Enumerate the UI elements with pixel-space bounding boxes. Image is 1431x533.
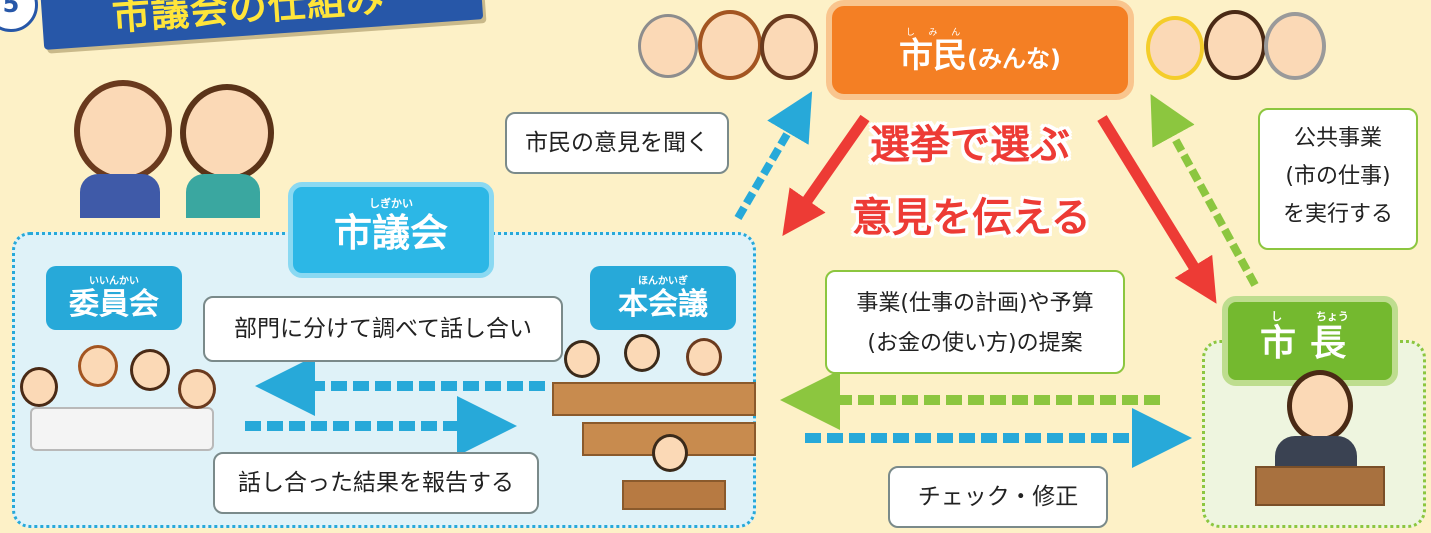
check-bubble: チェック・修正 <box>888 466 1108 528</box>
report-text: 話し合った結果を報告する <box>238 470 514 496</box>
arrow-citizens-to-council <box>782 114 870 237</box>
mayor-illustration <box>1255 370 1385 510</box>
committee-title: 委員会 <box>69 287 159 322</box>
public-works-line2: (市の仕事) <box>1285 164 1391 189</box>
council-member-1-icon <box>564 340 600 378</box>
council-title: 市議会 <box>333 211 448 255</box>
citizens-suffix: (みんな) <box>967 45 1061 73</box>
council-member-3-icon <box>686 338 722 376</box>
woman-icon <box>698 10 762 80</box>
plenary-session-illustration <box>552 330 762 510</box>
public-works-bubble: 公共事業 (市の仕事) を実行する <box>1258 108 1418 250</box>
mayor-icon <box>1287 370 1353 442</box>
elder-woman-icon <box>1264 12 1326 80</box>
girl-student-body <box>80 174 160 218</box>
committee-label: いいんかい 委員会 <box>46 266 182 330</box>
committee-member-3-icon <box>130 349 170 391</box>
arrow-mayor-to-citizens <box>1150 93 1259 287</box>
public-works-line1: 公共事業 <box>1293 126 1382 151</box>
podium <box>622 480 726 510</box>
desk-row-back <box>552 382 756 416</box>
mayor-desk <box>1255 466 1385 506</box>
committee-member-4-icon <box>178 369 216 409</box>
check-text: チェック・修正 <box>917 484 1079 510</box>
council-label: しぎかい 市議会 <box>288 182 494 278</box>
plenary-title: 本会議 <box>618 287 708 322</box>
discuss-text: 部門に分けて調べて話し合い <box>233 316 533 342</box>
discuss-bubble: 部門に分けて調べて話し合い <box>203 296 563 362</box>
mayor-title: 市長 <box>1259 323 1360 364</box>
plenary-ruby: ほんかいぎ <box>638 276 688 287</box>
election-text: 選挙で選ぶ <box>870 112 1070 170</box>
listen-text: 市民の意見を聞く <box>525 130 709 156</box>
committee-ruby: いいんかい <box>89 276 139 287</box>
speaker-icon <box>652 434 688 472</box>
proposal-bubble: 事業(仕事の計画)や予算 (お金の使い方)の提案 <box>825 270 1125 374</box>
report-bubble: 話し合った結果を報告する <box>213 452 539 514</box>
committee-member-1-icon <box>20 367 58 407</box>
mayor-ruby-2: ちょう <box>1315 310 1349 323</box>
citizens-title-ruby: しみん <box>899 28 968 38</box>
girl-icon <box>760 14 818 80</box>
arrow-citizens-to-mayor <box>1097 115 1217 304</box>
meeting-table <box>30 407 214 451</box>
proposal-line2: (お金の使い方)の提案 <box>867 331 1083 356</box>
committee-meeting-illustration <box>20 345 220 455</box>
citizen-illustrations-right <box>1142 6 1326 82</box>
council-ruby: しぎかい <box>369 197 413 210</box>
opinion-text: 意見を伝える <box>852 185 1091 243</box>
citizens-title: 市民 <box>899 36 968 76</box>
elder-man-icon <box>638 14 698 78</box>
citizens-label: 市民しみん (みんな) <box>826 0 1134 100</box>
citizen-illustrations-left <box>632 6 818 82</box>
election-line: 選挙で選ぶ <box>870 122 1070 168</box>
council-member-2-icon <box>624 334 660 372</box>
boy-student-body <box>186 174 260 218</box>
opinion-line: 意見を伝える <box>852 195 1091 241</box>
plenary-label: ほんかいぎ 本会議 <box>590 266 736 330</box>
arrow-council-to-citizens <box>734 91 813 221</box>
man-icon <box>1204 10 1266 80</box>
girl-student-icon <box>74 80 172 182</box>
mayor-body <box>1275 436 1357 468</box>
public-works-line3: を実行する <box>1282 202 1393 227</box>
students-illustration <box>52 70 274 220</box>
committee-member-2-icon <box>78 345 118 387</box>
listen-bubble: 市民の意見を聞く <box>505 112 729 174</box>
child-hat-icon <box>1146 16 1204 80</box>
boy-student-icon <box>180 84 274 182</box>
proposal-line1: 事業(仕事の計画)や予算 <box>856 291 1094 316</box>
mayor-ruby-1: し <box>1271 310 1283 323</box>
